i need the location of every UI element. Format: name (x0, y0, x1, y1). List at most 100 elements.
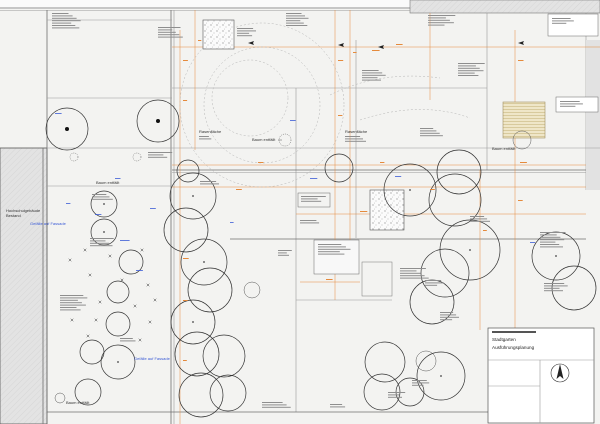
illegible-annotation-text (428, 19, 450, 21)
shrub-symbol (148, 320, 152, 324)
illegible-annotation-text (362, 70, 379, 71)
illegible-annotation-text (90, 245, 113, 247)
direction-arrow (518, 41, 524, 45)
illegible-annotation-text (412, 380, 427, 381)
illegible-annotation-text (540, 232, 566, 233)
title-block-location: Stadtgarten (492, 337, 516, 342)
tree-canopy (74, 378, 102, 406)
illegible-annotation-text (183, 300, 188, 301)
illegible-annotation-text (552, 22, 567, 24)
illegible-annotation-text (388, 392, 406, 393)
illegible-annotation-text (318, 251, 340, 253)
illegible-annotation-text (318, 253, 345, 255)
tree-center (469, 249, 471, 251)
illegible-annotation-text (115, 178, 121, 179)
illegible-annotation-text (52, 25, 76, 26)
illegible-annotation-text (483, 230, 487, 231)
illegible-annotation-text (412, 384, 424, 386)
illegible-annotation-text (518, 60, 524, 61)
tree-center (192, 321, 194, 323)
tree-center (103, 203, 105, 205)
illegible-annotation-text (136, 270, 143, 271)
shrub-symbol (140, 248, 144, 252)
illegible-annotation-text (300, 222, 320, 224)
illegible-annotation-text (199, 138, 212, 140)
direction-arrow (378, 45, 384, 49)
illegible-annotation-text (372, 50, 380, 51)
tree-canopy (187, 267, 233, 313)
tree-removed-label: Baum entfällt (96, 180, 120, 185)
illegible-annotation-text (199, 136, 209, 137)
slope-note: Gefälle auf Fassade (30, 221, 67, 226)
title-block-heading-text (492, 331, 536, 333)
dashed-outline (203, 46, 321, 164)
detail-reference-box (555, 96, 599, 113)
tree-small (415, 350, 437, 372)
tree-removed-label: Baum entfällt (492, 146, 516, 151)
tree-canopy (436, 149, 482, 195)
illegible-annotation-text (520, 162, 527, 163)
illegible-annotation-text (158, 34, 180, 36)
illegible-annotation-text (458, 67, 480, 69)
shrub-symbol (153, 298, 157, 302)
illegible-annotation-text (148, 156, 168, 158)
tree-canopy (100, 344, 136, 380)
tree-canopy (90, 218, 118, 246)
illegible-annotation-text (183, 360, 187, 361)
illegible-annotation-text (530, 242, 536, 243)
illegible-annotation-text (158, 31, 176, 33)
illegible-annotation-text (278, 254, 289, 256)
shrub-symbol (68, 258, 72, 262)
shrub-symbol (86, 334, 90, 338)
illegible-annotation-text (440, 319, 453, 321)
direction-arrow (248, 41, 254, 45)
illegible-annotation-text (237, 32, 250, 34)
illegible-annotation-text (310, 178, 318, 179)
illegible-annotation-text (420, 130, 437, 132)
illegible-annotation-text (425, 282, 444, 284)
illegible-annotation-text (286, 20, 301, 22)
north-arrow-icon (556, 364, 564, 379)
tree-center (103, 231, 105, 233)
illegible-annotation-text (120, 340, 136, 342)
illegible-annotation-text (262, 404, 287, 406)
illegible-annotation-text (458, 70, 484, 72)
illegible-annotation-text (278, 250, 292, 251)
illegible-annotation-text (326, 279, 333, 280)
illegible-annotation-text (318, 246, 346, 248)
illegible-annotation-text (290, 120, 296, 121)
illegible-annotation-text (183, 258, 189, 259)
illegible-annotation-text (236, 189, 242, 190)
slope-note: Gefälle auf Fassade (134, 356, 171, 361)
illegible-annotation-text (158, 29, 173, 31)
illegible-annotation-text (90, 240, 106, 242)
shrub-symbol (120, 278, 124, 282)
illegible-annotation-text (60, 304, 86, 306)
illegible-annotation-text (420, 132, 440, 134)
detail-reference-box (297, 192, 331, 208)
illegible-annotation-text (552, 18, 571, 19)
tree-canopy (416, 351, 466, 401)
illegible-annotation-text (540, 244, 560, 245)
tree-trunk-dot (65, 127, 69, 131)
illegible-annotation-text (318, 248, 351, 250)
illegible-annotation-text (560, 105, 576, 107)
illegible-annotation-text (428, 17, 446, 19)
title-block-frame (487, 327, 595, 424)
illegible-annotation-text (540, 236, 561, 238)
lawn-label: Rasenfläche (199, 129, 222, 134)
illegible-annotation-text (540, 239, 565, 241)
illegible-annotation-text (544, 287, 560, 289)
illegible-annotation-text (262, 406, 291, 408)
illegible-annotation-text (430, 189, 435, 190)
illegible-annotation-text (52, 15, 73, 17)
planting-area-box (313, 239, 360, 275)
tree-canopy (118, 249, 144, 275)
illegible-annotation-text (92, 198, 113, 200)
illegible-annotation-text (540, 246, 563, 248)
dashed-outline (179, 22, 345, 188)
illegible-annotation-text (52, 13, 69, 14)
illegible-annotation-text (200, 183, 219, 185)
illegible-annotation-text (412, 382, 430, 384)
